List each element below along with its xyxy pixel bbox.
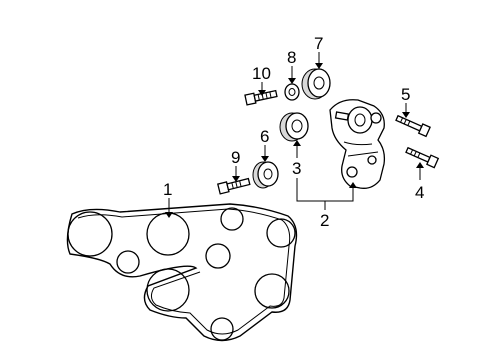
callout-3: 3 <box>292 159 301 178</box>
leader-lines <box>165 52 424 218</box>
crank-pulley-icon <box>67 211 113 257</box>
pulley-3-icon <box>279 112 309 142</box>
washer-8-icon <box>284 83 300 101</box>
callout-4: 4 <box>415 183 424 202</box>
tensioner-belt-pulley-icon <box>266 218 296 248</box>
pulley-6-icon <box>252 161 279 189</box>
water-pump-pulley-icon <box>254 273 290 309</box>
serpentine-belt-routing <box>66 203 298 342</box>
idler-small-pulley-icon <box>220 207 244 231</box>
belt-inner-path <box>77 208 291 335</box>
callout-1: 1 <box>163 180 172 199</box>
callout-2: 2 <box>320 211 329 230</box>
pulley-7-icon <box>301 68 331 100</box>
callout-10: 10 <box>252 64 271 83</box>
callout-8: 8 <box>287 48 296 67</box>
callout-9: 9 <box>231 148 240 167</box>
bolt-4-icon <box>405 146 440 169</box>
callout-5: 5 <box>401 85 410 104</box>
bolt-5-icon <box>395 114 431 138</box>
tensioner-assembly-icon <box>329 99 386 189</box>
alternator-pulley-icon <box>146 212 190 256</box>
callout-6: 6 <box>260 127 269 146</box>
mid-idler-pulley-icon <box>205 243 231 269</box>
belt-outer-path <box>66 203 298 342</box>
power-steering-small-pulley-icon <box>210 317 234 341</box>
bolt-9-icon <box>217 177 251 195</box>
bolt-10-icon <box>244 89 278 106</box>
small-idler-pulley-icon <box>116 250 140 274</box>
callout-7: 7 <box>314 34 323 53</box>
